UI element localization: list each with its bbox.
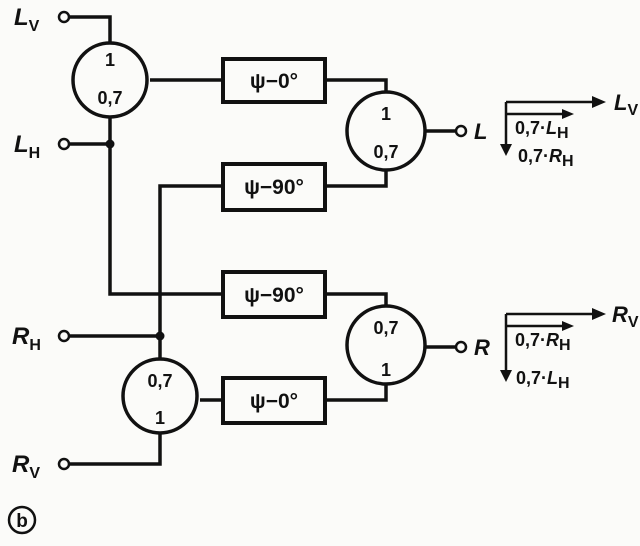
splitter-right-bottom-coef-top: 0,7	[373, 318, 398, 338]
junction-dot-rh	[155, 331, 165, 341]
splitter-right-bottom: 0,7 1	[345, 304, 427, 386]
vector-top-vertical-sub: H	[562, 153, 574, 170]
terminal-out-l	[454, 124, 468, 138]
phase-shifter-90-top-label: ψ−90°	[244, 176, 304, 199]
input-rv: RV	[12, 451, 71, 482]
svg-text:LV: LV	[614, 90, 638, 119]
vector-top-short-label: L	[546, 118, 557, 138]
output-l-label: L	[474, 119, 487, 144]
phase-shifter-0-bottom-label: ψ−0°	[250, 390, 298, 413]
output-l: L	[454, 119, 487, 144]
splitter-right-top-coef-top: 1	[381, 104, 391, 124]
phase-shifter-0-top-label: ψ−0°	[250, 70, 298, 93]
svg-text:0,7·LH: 0,7·LH	[515, 118, 569, 142]
input-rh: RH	[12, 323, 71, 354]
splitter-left-top-coef-bottom: 0,7	[97, 88, 122, 108]
vector-bottom-vertical-sub: H	[558, 375, 570, 392]
input-rh-label: R	[12, 323, 30, 350]
vector-bottom-vertical-prefix: 0,7·	[516, 368, 547, 388]
svg-text:0,7·RH: 0,7·RH	[515, 330, 571, 354]
svg-text:0,7·RH: 0,7·RH	[518, 146, 574, 170]
svg-text:0,7·LH: 0,7·LH	[516, 368, 570, 392]
input-lv-label: L	[14, 4, 29, 31]
figure-label-text: b	[16, 511, 28, 532]
splitter-right-top: 1 0,7	[345, 90, 427, 172]
input-lh-label: L	[14, 131, 29, 158]
vector-bottom-vertical-label: L	[547, 368, 558, 388]
splitter-left-top-coef-top: 1	[105, 50, 115, 70]
phase-shifter-90-bottom: ψ−90°	[221, 270, 327, 319]
output-r-label: R	[474, 335, 490, 360]
splitter-right-top-coef-bottom: 0,7	[373, 142, 398, 162]
svg-text:LH: LH	[14, 131, 40, 162]
junction-dot-lh	[105, 139, 115, 149]
vector-top-vertical-prefix: 0,7·	[518, 146, 549, 166]
terminal-rv	[57, 457, 71, 471]
splitter-left-top: 1 0,7	[71, 41, 149, 119]
terminal-lh	[57, 137, 71, 151]
phase-shifter-90-bottom-label: ψ−90°	[244, 284, 304, 307]
vector-top-vertical-label: R	[549, 146, 562, 166]
splitter-left-bottom: 0,7 1	[121, 357, 199, 435]
output-r: R	[454, 335, 490, 360]
vector-bottom-short-prefix: 0,7·	[515, 330, 546, 350]
vector-diagram-bottom: RV 0,7·RH 0,7·LH	[500, 302, 639, 392]
svg-text:LV: LV	[14, 4, 40, 35]
vector-bottom-horizontal-sub: V	[628, 314, 639, 331]
vector-bottom-horizontal-label: R	[612, 302, 628, 327]
input-lh: LH	[14, 131, 71, 162]
phase-shifter-0-top: ψ−0°	[221, 57, 327, 104]
vector-top-short-sub: H	[557, 125, 569, 142]
vector-top-horizontal-label: L	[614, 90, 627, 115]
phase-shifter-0-bottom: ψ−0°	[221, 376, 327, 425]
svg-text:RV: RV	[12, 451, 40, 482]
splitter-left-bottom-coef-bottom: 1	[155, 408, 165, 428]
terminal-rh	[57, 329, 71, 343]
input-lv: LV	[14, 4, 71, 35]
input-rh-sub: H	[29, 337, 41, 354]
svg-text:RH: RH	[12, 323, 41, 354]
input-rv-label: R	[12, 451, 30, 478]
phase-shifter-90-top: ψ−90°	[221, 162, 327, 212]
vector-bottom-short-sub: H	[559, 337, 571, 354]
vector-bottom-short-label: R	[546, 330, 559, 350]
figure-label: b	[7, 505, 37, 535]
vector-top-horizontal-sub: V	[627, 102, 638, 119]
splitter-right-bottom-coef-bottom: 1	[381, 360, 391, 380]
svg-text:RV: RV	[612, 302, 639, 331]
input-lv-sub: V	[29, 18, 40, 35]
splitter-left-bottom-coef-top: 0,7	[147, 371, 172, 391]
vector-top-short-prefix: 0,7·	[515, 118, 546, 138]
wires	[70, 15, 455, 466]
input-lh-sub: H	[29, 145, 41, 162]
vector-diagram-top: LV 0,7·LH 0,7·RH	[500, 90, 638, 170]
terminal-out-r	[454, 340, 468, 354]
terminal-lv	[57, 10, 71, 24]
input-rv-sub: V	[29, 465, 40, 482]
